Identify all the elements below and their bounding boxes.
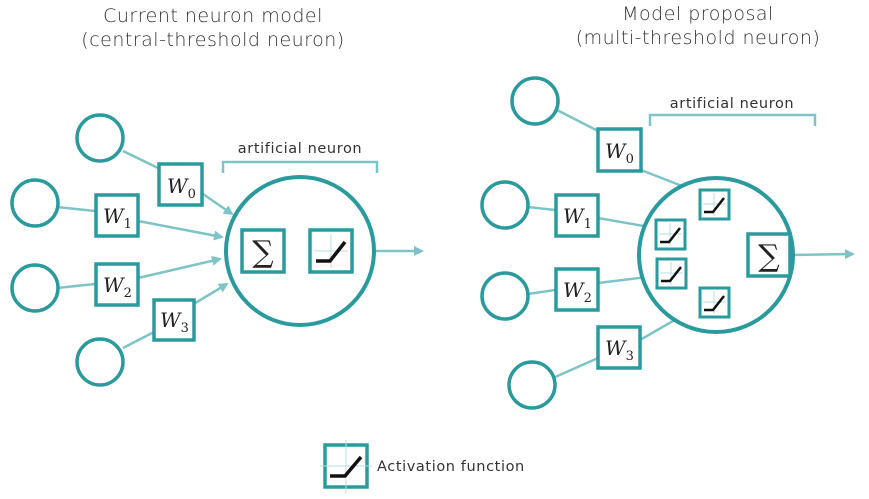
svg-text:W0: W0 — [167, 174, 196, 202]
svg-text:W0: W0 — [605, 139, 634, 167]
svg-text:∑: ∑ — [252, 235, 274, 270]
svg-text:W3: W3 — [605, 336, 634, 364]
svg-text:W1: W1 — [103, 204, 132, 232]
left-sum-box: ∑ — [240, 228, 286, 274]
legend: Activation function — [320, 440, 525, 494]
left-weight-3: W3 — [152, 298, 196, 342]
left-input-node-2 — [10, 263, 60, 313]
right-input-node-3 — [507, 360, 557, 410]
left-title-line2: (central-threshold neuron) — [81, 29, 344, 51]
legend-label: Activation function — [377, 459, 525, 475]
left-bracket — [221, 160, 379, 173]
left-weight-1: W1 — [94, 193, 140, 238]
svg-text:W2: W2 — [563, 278, 592, 306]
svg-text:W2: W2 — [103, 273, 132, 301]
svg-text:W1: W1 — [563, 204, 592, 232]
right-activation-box-0 — [698, 188, 731, 221]
left-input-node-1 — [10, 178, 60, 228]
left-weight-0: W0 — [157, 162, 204, 207]
activation-function-icon — [704, 197, 725, 214]
activation-function-icon — [330, 455, 363, 478]
right-weight-0: W0 — [596, 127, 643, 173]
left-bracket-label: artificial neuron — [238, 141, 362, 157]
right-activation-box-3 — [698, 286, 731, 319]
right-activation-box-1 — [654, 218, 687, 251]
left-input-node-0 — [75, 113, 125, 163]
right-title-line1: Model proposal — [622, 3, 774, 25]
right-weight-2: W2 — [554, 267, 600, 312]
activation-function-icon — [704, 295, 725, 312]
right-panel: Model proposal (multi-threshold neuron) … — [480, 3, 855, 410]
left-input-node-3 — [75, 337, 125, 387]
right-input-node-2 — [480, 271, 530, 321]
right-input-node-0 — [510, 76, 560, 126]
left-panel: Current neuron model (central-threshold … — [10, 5, 424, 387]
activation-function-icon — [660, 227, 681, 244]
activation-function-icon — [661, 266, 682, 283]
left-activation-box — [308, 228, 354, 274]
right-weight-1: W1 — [554, 193, 600, 238]
svg-text:W3: W3 — [160, 308, 189, 336]
activation-function-icon — [316, 240, 347, 263]
left-neuron-body — [224, 175, 376, 327]
right-weight-3: W3 — [596, 325, 642, 370]
right-sum-box: ∑ — [746, 232, 792, 278]
right-activation-box-2 — [655, 257, 688, 290]
left-connections — [56, 149, 424, 350]
right-input-node-1 — [480, 180, 530, 230]
right-title-line2: (multi-threshold neuron) — [576, 27, 821, 49]
left-title-line1: Current neuron model — [103, 5, 323, 27]
svg-text:∑: ∑ — [758, 239, 780, 274]
right-neuron-body — [637, 176, 795, 334]
right-bracket-label: artificial neuron — [670, 96, 794, 112]
left-weight-2: W2 — [94, 262, 140, 307]
right-bracket — [648, 113, 817, 126]
